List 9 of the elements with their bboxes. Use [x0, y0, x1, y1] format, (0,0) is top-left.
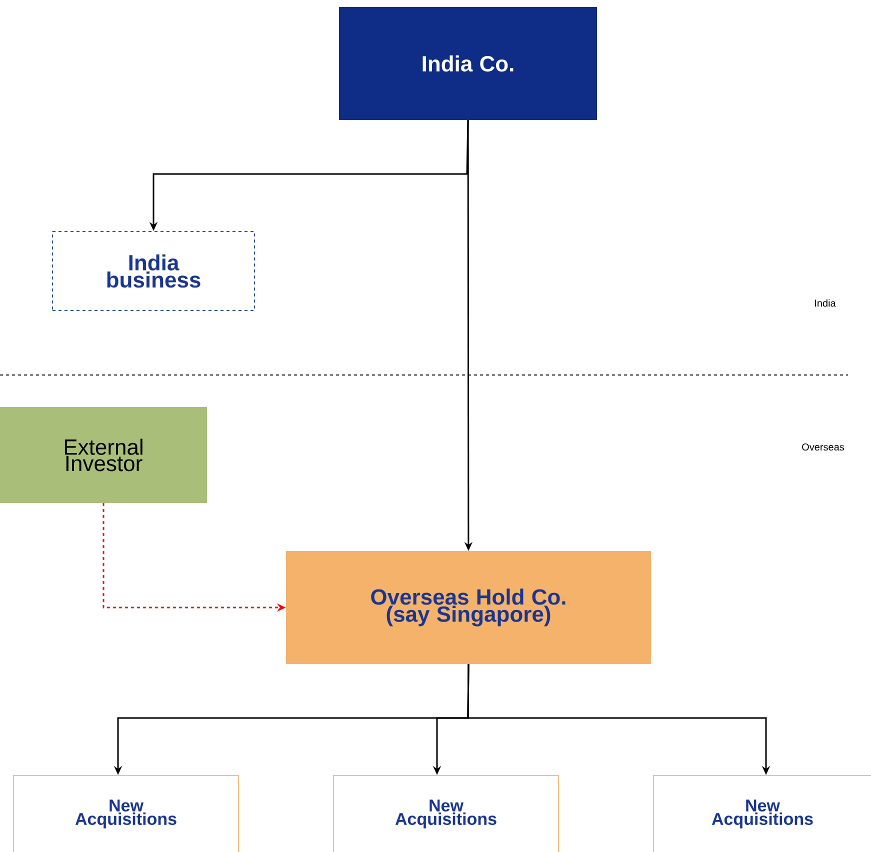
company-box: India Co.: [339, 7, 597, 120]
holding-company-box: Overseas Hold Co. (say Singapore): [286, 551, 651, 664]
business-box: India business: [52, 231, 255, 311]
investor-box: External Investor: [0, 407, 207, 503]
acquisition-box: New Acquisitions: [333, 775, 559, 852]
region-label: Overseas: [802, 443, 844, 451]
acquisition-box: New Acquisitions: [653, 775, 871, 852]
region-label: India: [815, 299, 836, 307]
acquisition-box: New Acquisitions: [13, 775, 239, 852]
